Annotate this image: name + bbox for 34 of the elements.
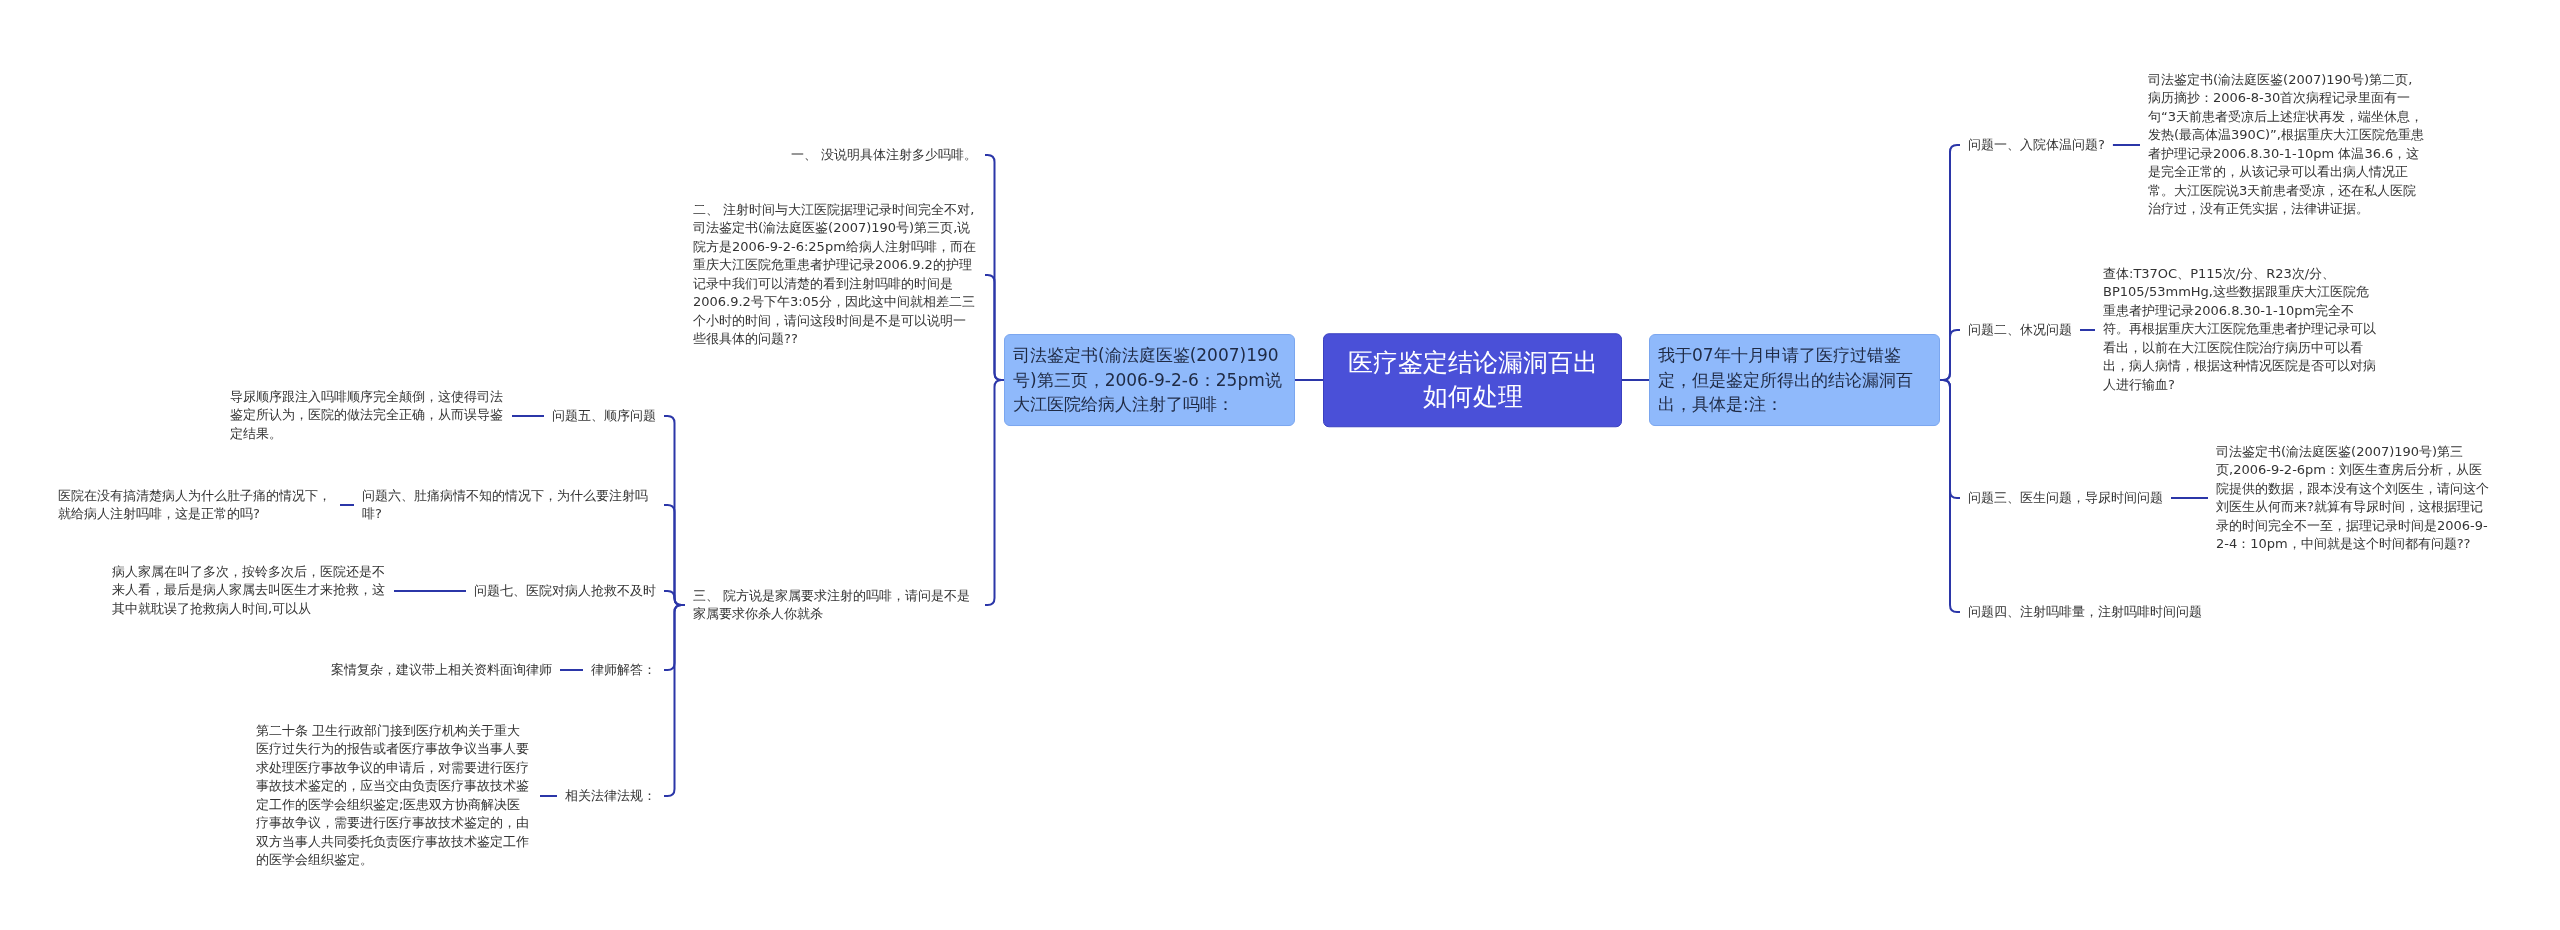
connector-line (1294, 379, 1324, 381)
note-text: 一、 没说明具体注射多少吗啡。 (782, 143, 985, 167)
branch-text: 三、 院方说是家属要求注射的吗啡，请问是不是家属要求你杀人你就杀 (685, 584, 985, 626)
note-text: 第二十条 卫生行政部门接到医疗机构关于重大医疗过失行为的报告或者医疗事故争议当事人要求处理医疗事故争议的申请后，对需要进行医疗事故技术鉴定的，应当交由负责医疗事故技术鉴定工作的医学会组织鉴定;医患双方协商解决医疗事故争议，需要进行医疗事故技术鉴定的，由双方当事人共同委托负责医疗事故技术鉴定工作的医学会组织鉴定。 (248, 720, 540, 872)
connector-line (2111, 144, 2141, 146)
note-text: 病人家属在叫了多次，按铃多次后，医院还是不来人看，最后是病人家属去叫医生才来抢救，这其中就耽误了抢救病人时间,可以从 (104, 561, 394, 621)
branch-text: 律师解答： (583, 658, 664, 682)
note-text: 导尿顺序跟注入吗啡顺序完全颠倒，这使得司法鉴定所认为，医院的做法完全正确，从而误导鉴定结果。 (222, 386, 512, 446)
note-text: 案情复杂，建议带上相关资料面询律师 (323, 658, 560, 682)
branch-text: 问题六、肚痛病情不知的情况下，为什么要注射吗啡? (354, 484, 664, 526)
branch-text: 问题二、休况问题 (1960, 318, 2080, 342)
connector-line (559, 669, 584, 671)
connector-line (1621, 379, 1650, 381)
branch-text: 相关法律法规： (557, 784, 664, 808)
connector-line (2079, 329, 2096, 331)
branch-text: 问题一、入院体温问题? (1960, 133, 2113, 157)
connector-line (339, 504, 355, 506)
note-text: 医院在没有搞清楚病人为什么肚子痛的情况下，就给病人注射吗啡，这是正常的吗? (50, 484, 340, 526)
note-text: 查体:T37OC、P115次/分、R23次/分、BP105/53mmHg,这些数据跟重庆大江医院危重患者护理记录2006.8.30-1-10pm完全不符。再根据重庆大江医院危重患者护理记录可以看出，以前在大江医院住院治疗病历中可以看出，病人病情，根据这种情况医院是否可以对病人进行输血? (2095, 263, 2387, 397)
connector-line (393, 590, 467, 592)
connector-line (663, 604, 686, 797)
topic-box: 司法鉴定书(渝法庭医鉴(2007)190号)第三页，2006-9-2-6：25pm说大江医院给病人注射了吗啡： (1004, 334, 1295, 426)
note-text: 司法鉴定书(渝法庭医鉴(2007)190号)第二页,病历摘抄：2006-8-30首次病程记录里面有一句“3天前患者受凉后上述症状再发，端坐休息，发热(最高体温390C)”,根据重庆大江医院危重患者护理记录2006.8.30-1-10pm 体温36.6，这是完全正常的，从该记录可以看出病人情况正常。大江医院说3天前患者受凉，还在私人医院治疗过，没有正凭实据，法律讲证据。 (2140, 69, 2432, 221)
note-text: 司法鉴定书(渝法庭医鉴(2007)190号)第三页,2006-9-2-6pm：刘医生查房后分析，从医院提供的数据，跟本没有这个刘医生，请问这个刘医生从何而来?就算有导尿时间，这根据理记录的时间完全不一至，据理记录时间是2006-9-2-4：10pm，中间就是这个时间都有问题?? (2208, 440, 2500, 556)
branch-text: 问题三、医生问题，导尿时间问题 (1960, 486, 2171, 510)
connector-line (539, 795, 558, 797)
branch-text: 问题七、医院对病人抢救不及时 (466, 579, 664, 603)
branch-text: 问题五、顺序问题 (544, 404, 664, 428)
topic-box: 我于07年十月申请了医疗过错鉴定，但是鉴定所得出的结论漏洞百出，具体是:注： (1649, 334, 1940, 426)
central-topic-box: 医疗鉴定结论漏洞百出如何处理 (1323, 333, 1622, 427)
note-text: 问题四、注射吗啡量，注射吗啡时间问题 (1960, 600, 2210, 624)
connector-line (2170, 497, 2209, 499)
note-text: 二、 注射时间与大江医院据理记录时间完全不对, 司法鉴定书(渝法庭医鉴(2007)190号)第三页,说院方是2006-9-2-6:25pm给病人注射吗啡，而在重庆大江医院危重患者护理记录2006.9.2的护理记录中我们可以清楚的看到注射吗啡的时间是2006.9.2号下午3:05分，因此这中间就相差二三个小时的时间，请问这段时间是不是可以说明一些很具体的问题?? (685, 199, 985, 351)
connector-line (511, 415, 545, 417)
